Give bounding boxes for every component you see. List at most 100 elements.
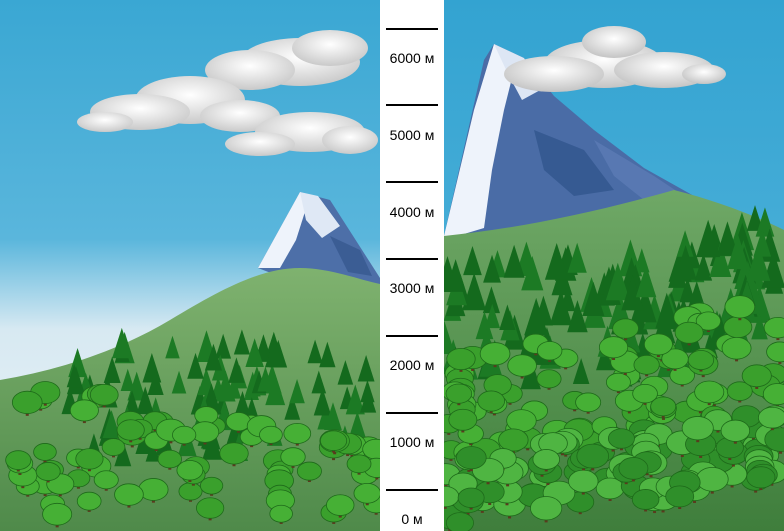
deciduous-tree xyxy=(280,447,306,467)
altitude-scale: 6000 м 5000 м 4000 м 3000 м 2000 м 1000 … xyxy=(380,0,444,531)
conifer-tree xyxy=(567,300,588,333)
scale-tick-line xyxy=(386,181,438,183)
deciduous-tree xyxy=(694,380,725,404)
deciduous-tree xyxy=(11,390,43,414)
conifer-tree xyxy=(484,303,501,329)
conifer-tree xyxy=(482,286,500,314)
conifer-tree xyxy=(709,242,732,278)
right-landscape-illustration xyxy=(444,0,784,531)
deciduous-tree xyxy=(695,311,722,331)
deciduous-tree xyxy=(445,383,473,404)
conifer-tree xyxy=(462,272,487,311)
deciduous-tree xyxy=(674,321,704,344)
conifer-tree xyxy=(605,262,630,301)
scale-tick-line xyxy=(386,28,438,30)
deciduous-tree xyxy=(536,369,562,389)
conifer-tree xyxy=(265,338,284,368)
deciduous-tree xyxy=(575,392,602,413)
conifer-tree xyxy=(114,439,132,467)
scale-label-1000: 1000 м xyxy=(389,434,435,450)
conifer-tree xyxy=(753,228,772,257)
deciduous-tree xyxy=(259,425,283,444)
deciduous-tree xyxy=(687,350,715,371)
conifer-forest xyxy=(61,327,377,467)
conifer-tree xyxy=(620,257,644,294)
conifer-tree xyxy=(307,339,323,364)
deciduous-tree xyxy=(42,502,73,526)
conifer-tree xyxy=(635,265,657,298)
deciduous-forest xyxy=(444,295,784,466)
conifer-tree xyxy=(503,244,525,278)
deciduous-tree xyxy=(33,443,57,461)
conifer-tree xyxy=(165,335,180,359)
deciduous-tree xyxy=(530,496,563,521)
deciduous-tree xyxy=(178,482,203,501)
deciduous-tree xyxy=(746,466,776,489)
deciduous-tree xyxy=(114,483,144,506)
deciduous-tree xyxy=(69,399,99,422)
conifer-tree xyxy=(103,356,121,384)
conifer-tree xyxy=(136,386,155,415)
conifer-tree xyxy=(572,358,590,384)
conifer-tree xyxy=(696,219,721,258)
deciduous-tree xyxy=(326,494,355,516)
cloud xyxy=(77,30,378,156)
deciduous-tree xyxy=(612,318,639,339)
deciduous-tree xyxy=(498,428,529,452)
scale-label-2000: 2000 м xyxy=(389,357,435,373)
conifer-tree xyxy=(187,352,204,379)
conifer-tree xyxy=(746,243,771,281)
conifer-tree xyxy=(171,370,187,394)
scale-label-3000: 3000 м xyxy=(389,280,435,296)
conifer-tree xyxy=(66,364,82,388)
deciduous-tree xyxy=(631,489,660,510)
deciduous-tree xyxy=(346,454,372,474)
deciduous-tree xyxy=(75,448,104,470)
conifer-tree xyxy=(120,368,135,392)
bush-forest xyxy=(444,405,784,531)
conifer-tree xyxy=(544,242,569,280)
conifer-tree xyxy=(324,402,342,430)
conifer-tree xyxy=(228,357,245,383)
conifer-tree xyxy=(483,254,501,283)
conifer-tree xyxy=(582,281,605,317)
left-landscape-illustration xyxy=(0,0,380,531)
deciduous-tree xyxy=(353,482,380,504)
deciduous-tree xyxy=(457,487,485,508)
deciduous-tree xyxy=(665,485,695,508)
scale-tick-line xyxy=(386,412,438,414)
deciduous-tree xyxy=(762,383,784,406)
conifer-tree xyxy=(284,395,301,420)
conifer-tree xyxy=(337,360,354,385)
deciduous-tree xyxy=(536,341,563,361)
scale-tick-line xyxy=(386,489,438,491)
deciduous-tree xyxy=(448,408,478,431)
conifer-tree xyxy=(668,258,687,288)
conifer-tree xyxy=(716,221,739,256)
conifer-tree xyxy=(244,377,259,400)
conifer-tree xyxy=(233,329,250,355)
deciduous-forest xyxy=(5,381,380,528)
deciduous-tree xyxy=(757,406,784,429)
deciduous-tree xyxy=(445,512,474,531)
deciduous-tree xyxy=(76,491,102,511)
deciduous-tree xyxy=(632,383,658,404)
conifer-tree xyxy=(475,311,494,340)
scale-tick-line xyxy=(386,335,438,337)
deciduous-tree xyxy=(320,430,348,451)
scale-tick-line xyxy=(386,258,438,260)
deciduous-tree xyxy=(283,422,312,444)
deciduous-tree xyxy=(643,333,673,356)
conifer-tree xyxy=(524,297,549,336)
deciduous-tree xyxy=(89,383,119,406)
conifer-tree xyxy=(235,391,250,415)
conifer-tree xyxy=(499,304,516,331)
scale-label-4000: 4000 м xyxy=(389,204,435,220)
deciduous-tree xyxy=(296,461,322,481)
deciduous-tree xyxy=(576,443,610,469)
deciduous-tree xyxy=(721,336,752,360)
conifer-tree xyxy=(215,333,232,359)
deciduous-tree xyxy=(269,504,293,523)
conifer-tree xyxy=(751,313,768,340)
deciduous-tree xyxy=(766,341,784,363)
